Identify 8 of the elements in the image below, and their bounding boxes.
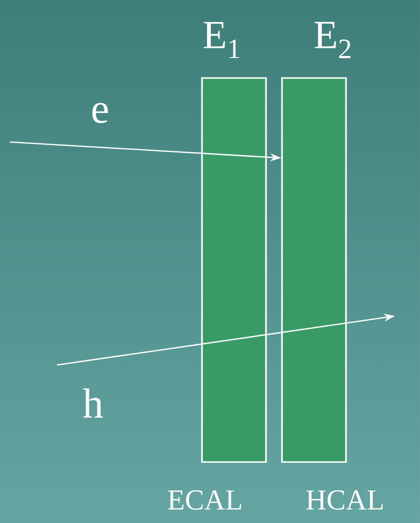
calorimeter-box: [168, 22, 267, 510]
calorimeter-box: [281, 22, 383, 510]
node-label: ECAL: [168, 490, 242, 510]
particle-label: h: [82, 388, 103, 418]
node-label: E$_{1}$: [204, 22, 240, 58]
node-label: E$_{2}$: [314, 22, 350, 58]
edge-label: e: [92, 102, 108, 124]
node-label: HCAL: [306, 490, 383, 510]
